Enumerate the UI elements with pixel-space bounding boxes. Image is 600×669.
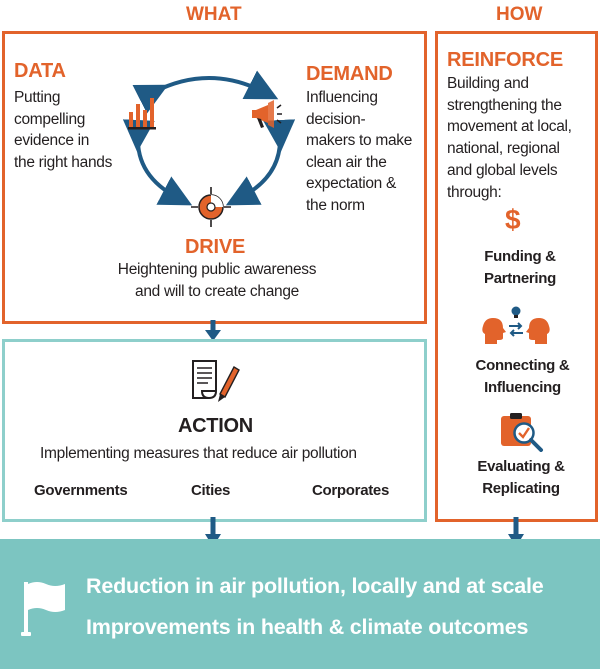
arrow-demand-drive [225,119,296,206]
action-title: ACTION [178,415,253,437]
demand-description: Influencing decision- makers to make cle… [306,89,413,214]
clipboard-magnifier-icon [501,413,543,452]
flag-icon [21,582,65,636]
cycle-diagram [122,70,296,227]
reinforce-item-evaluating: Evaluating & Replicating [477,458,565,497]
drive-description: Heightening public awareness and will to… [117,261,317,300]
action-description: Implementing measures that reduce air po… [40,445,357,462]
actor-corporates: Corporates [312,482,390,499]
outcome-line-2: Improvements in health & climate outcome… [86,615,529,639]
reinforce-item-funding: Funding & Partnering [483,248,556,287]
what-header: WHAT [186,4,242,25]
data-title: DATA [14,60,66,82]
how-header: HOW [496,4,543,25]
arrow-down-what-action [205,320,221,341]
reinforce-description: Building and strengthening the movement … [447,75,572,201]
actor-governments: Governments [34,482,128,499]
demand-title: DEMAND [306,63,393,85]
reinforce-title: REINFORCE [447,49,563,71]
megaphone-icon [252,100,282,128]
target-icon [191,187,231,227]
data-description: Putting compelling evidence in the right… [14,89,113,171]
people-talking-icon [482,306,550,344]
reinforce-item-connecting: Connecting & Influencing [475,357,570,396]
actor-cities: Cities [191,482,231,499]
dollar-icon: $ [505,204,521,235]
outcome-line-1: Reduction in air pollution, locally and … [86,574,544,598]
arrow-data-demand [132,70,279,114]
bar-chart-icon [128,98,156,130]
outcome-band [0,539,600,669]
drive-title: DRIVE [185,236,246,258]
document-pen-icon [192,360,240,402]
arrow-data-drive [122,119,193,206]
